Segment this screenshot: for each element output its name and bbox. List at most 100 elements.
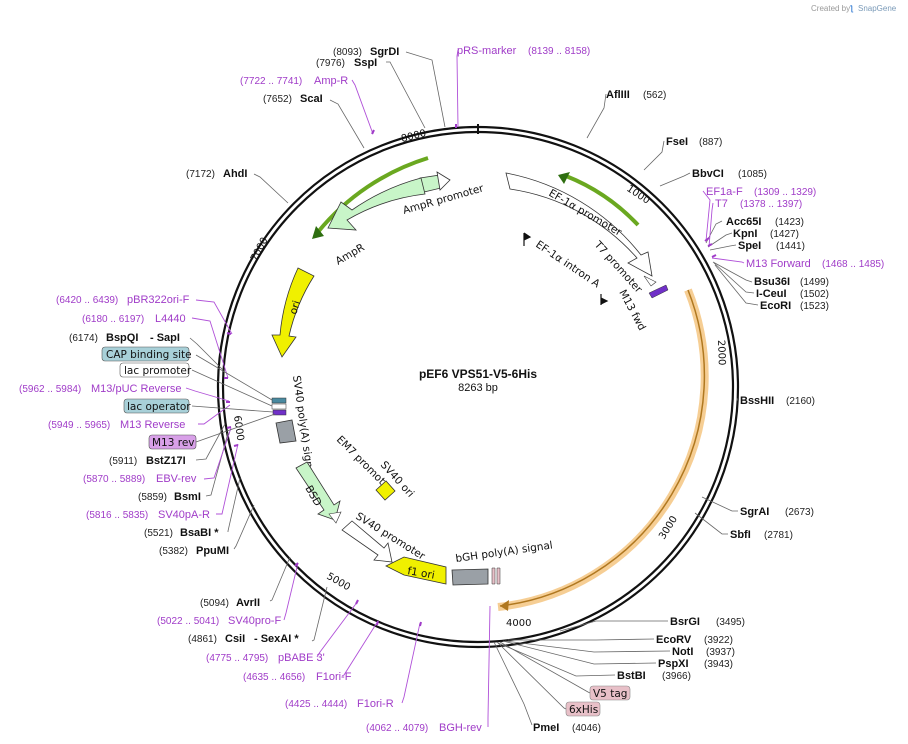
site-pmei: PmeI — [533, 722, 559, 734]
lac-promoter-label: lac promoter — [124, 365, 192, 377]
ampr-orf-arc — [316, 156, 429, 234]
site-ecori-pos: (1523) — [800, 301, 829, 312]
ampr-shape — [327, 177, 426, 231]
site-sspi: SspI — [354, 57, 377, 69]
primer-ef1a-f: EF1a-F — [706, 186, 743, 198]
site-bsu36i: Bsu36I — [754, 276, 790, 288]
primer-l4440: L4440 — [155, 313, 186, 325]
plasmid-size: 8263 bp — [458, 382, 498, 394]
site-bstbi: BstBI — [617, 670, 646, 682]
primer-sv40pa-r: SV40pA-R — [158, 509, 210, 521]
primer-ebv-rev-pos: (5870 .. 5889) — [83, 474, 145, 485]
snapgene-logo-icon: ƪ — [850, 4, 854, 13]
ori-label: ori — [287, 299, 303, 316]
site-i-ceui: I-CeuI — [756, 288, 787, 300]
m13-fwd-marker — [648, 284, 669, 299]
site-bsmi: BsmI — [174, 491, 201, 503]
site-spei-pos: (1441) — [776, 241, 805, 252]
site-ahdi-pos: (7172) — [186, 169, 215, 180]
tick-5000: 5000 — [325, 571, 353, 593]
leader-lines — [185, 49, 759, 727]
tick-7000: 7000 — [249, 236, 271, 264]
site-sgrdi: SgrDI — [370, 46, 399, 58]
primer-ef1a-f-pos: (1309 .. 1329) — [754, 187, 816, 198]
site-afliii-pos: (562) — [643, 90, 666, 101]
site-scai: ScaI — [300, 93, 323, 105]
sv40-polya-label: SV40 poly(A) signal — [290, 375, 316, 478]
site-pspxi-pos: (3943) — [704, 659, 733, 670]
primer-ebv-rev: EBV-rev — [156, 473, 197, 485]
site-ppumi-pos: (5382) — [159, 546, 188, 557]
site-bsshii: BssHII — [740, 395, 774, 407]
site-bsabi-pos: (5521) — [144, 528, 173, 539]
site-fsei-pos: (887) — [699, 137, 722, 148]
site-spei: SpeI — [738, 240, 761, 252]
ampr-label: AmpR — [334, 242, 367, 268]
site-bstz17i-pos: (5911) — [109, 456, 137, 467]
primer-t7-pos: (1378 .. 1397) — [740, 199, 802, 210]
v5-tag-label: V5 tag — [593, 688, 627, 700]
site-bsrgi: BsrGI — [670, 616, 700, 628]
site-csii-pos: (4861) — [188, 634, 217, 645]
site-ecori: EcoRI — [760, 300, 791, 312]
tick-1000: 1000 — [624, 183, 651, 206]
primer-m13-puc-reverse-pos: (5962 .. 5984) — [19, 384, 81, 395]
site-bstbi-pos: (3966) — [662, 671, 691, 682]
bsd-shape — [295, 461, 341, 521]
site-i-ceui-pos: (1502) — [800, 289, 829, 300]
site-sgrai-pos: (2673) — [785, 507, 814, 518]
left-feature-boxes: CAP binding site lac promoter lac operat… — [101, 346, 197, 450]
lac-operator-label: lac operator — [127, 401, 191, 413]
cds-arc-line — [499, 289, 706, 607]
primer-m13-forward-pos: (1468 .. 1485) — [822, 259, 884, 270]
primer-f1ori-r-pos: (4425 .. 4444) — [285, 699, 347, 710]
primer-m13-reverse: M13 Reverse — [120, 419, 185, 431]
ef1a-promoter-shape — [505, 172, 653, 277]
m13-fwd-label: M13 fwd — [616, 288, 648, 333]
site-sbfi-pos: (2781) — [764, 530, 793, 541]
site-bsu36i-pos: (1499) — [800, 277, 829, 288]
site-sgrdi-pos: (8093) — [333, 47, 362, 58]
ori-shape — [271, 267, 315, 358]
left-site-labels: (8093) SgrDI pRS-marker (8139 .. 8158) (… — [19, 45, 590, 734]
site-afliii: AflIII — [606, 89, 630, 101]
tick-8000: 8000 — [400, 128, 427, 145]
site-noti-pos: (3937) — [706, 647, 735, 658]
ef1a-promoter-label: EF-1α promoter — [547, 187, 625, 239]
primer-marks — [224, 124, 717, 627]
bgh-polya-label: bGH poly(A) signal — [455, 539, 554, 565]
primer-m13-reverse-pos: (5949 .. 5965) — [48, 420, 110, 431]
em7-arrow — [328, 511, 342, 524]
site-bsabi: BsaBI * — [180, 527, 219, 539]
site-csii: CsiI — [225, 633, 245, 645]
site-kpni-pos: (1427) — [770, 229, 799, 240]
lac-operator-box — [123, 398, 190, 414]
site-bsrgi-pos: (3495) — [716, 617, 745, 628]
primer-pbr322ori-f: pBR322ori-F — [127, 294, 190, 306]
site-acc65i: Acc65I — [726, 216, 761, 228]
site-avrii-pos: (5094) — [200, 598, 229, 609]
tick-2000: 2000 — [715, 340, 727, 366]
bgh-polya-shape — [451, 568, 489, 586]
v5-his-markers — [491, 567, 501, 585]
site-sapi: - SapI — [150, 332, 180, 344]
v5-tag-box — [589, 685, 631, 701]
primer-prs-marker-pos: (8139 .. 8158) — [528, 46, 590, 57]
site-bbvci-pos: (1085) — [738, 169, 767, 180]
site-acc65i-pos: (1423) — [775, 217, 804, 228]
primer-m13-forward: M13 Forward — [746, 258, 811, 270]
primer-pbabe3-pos: (4775 .. 4795) — [206, 653, 268, 664]
cds-arrow-head — [500, 600, 509, 611]
site-pmei-pos: (4046) — [572, 723, 601, 734]
primer-prs-marker: pRS-marker — [457, 45, 517, 57]
site-fsei: FseI — [666, 136, 688, 148]
sv40-polya-shape — [275, 419, 297, 444]
primer-sv40pro-f: SV40pro-F — [228, 615, 281, 627]
site-ppumi: PpuMI — [196, 545, 229, 557]
ampr-promoter-arrow — [436, 171, 451, 191]
primer-l4440-pos: (6180 .. 6197) — [82, 314, 144, 325]
cap-binding-site-box — [101, 346, 190, 362]
site-ecorv: EcoRV — [656, 634, 692, 646]
